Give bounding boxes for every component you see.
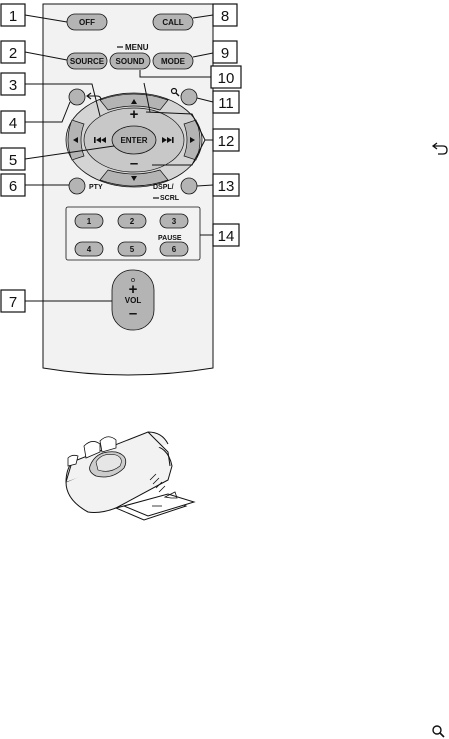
pause-label: PAUSE	[158, 235, 182, 242]
callout-3: 3	[9, 77, 17, 94]
scrl-label: SCRL	[160, 195, 180, 202]
enter-button[interactable]: ENTER	[112, 126, 156, 154]
sound-button[interactable]: SOUND	[110, 53, 150, 69]
dspl-label: DSPL/	[153, 184, 174, 191]
callout-9: 9	[221, 45, 229, 62]
svg-text:5: 5	[130, 245, 135, 254]
callout-6: 6	[9, 178, 17, 195]
vol-minus-label: –	[129, 305, 137, 322]
number-button-6[interactable]: 6	[160, 242, 188, 256]
minus-label: –	[130, 155, 138, 172]
callout-1: 1	[9, 8, 17, 25]
source-button[interactable]: SOURCE	[67, 53, 107, 69]
source-label: SOURCE	[70, 57, 105, 66]
mode-label: MODE	[161, 57, 186, 66]
vol-label: VOL	[125, 296, 142, 305]
pty-label: PTY	[89, 184, 103, 191]
callout-11: 11	[218, 95, 234, 112]
back-icon	[433, 143, 447, 154]
battery-insertion-illustration	[66, 432, 194, 520]
call-label: CALL	[162, 18, 183, 27]
callout-2: 2	[9, 45, 17, 62]
callout-14: 14	[218, 228, 235, 245]
number-button-2[interactable]: 2	[118, 214, 146, 228]
number-button-4[interactable]: 4	[75, 242, 103, 256]
callout-12: 12	[218, 133, 235, 150]
svg-text:3: 3	[172, 217, 177, 226]
off-button[interactable]: OFF	[67, 14, 107, 30]
pty-button[interactable]	[69, 178, 85, 194]
mode-button[interactable]: MODE	[153, 53, 193, 69]
sound-label: SOUND	[116, 57, 145, 66]
search-button[interactable]	[181, 89, 197, 105]
enter-label: ENTER	[120, 136, 147, 145]
callout-7: 7	[9, 294, 17, 311]
menu-label: MENU	[125, 43, 149, 52]
callout-10: 10	[218, 70, 235, 87]
callout-13: 13	[218, 178, 235, 195]
svg-text:4: 4	[87, 245, 92, 254]
plus-label: +	[130, 106, 139, 123]
svg-text:2: 2	[130, 217, 135, 226]
svg-text:6: 6	[172, 245, 177, 254]
off-label: OFF	[79, 18, 95, 27]
dspl-button[interactable]	[181, 178, 197, 194]
number-button-3[interactable]: 3	[160, 214, 188, 228]
svg-text:1: 1	[87, 217, 92, 226]
callout-5: 5	[9, 152, 17, 169]
number-button-5[interactable]: 5	[118, 242, 146, 256]
number-button-1[interactable]: 1	[75, 214, 103, 228]
callout-8: 8	[221, 8, 229, 25]
call-button[interactable]: CALL	[153, 14, 193, 30]
callout-4: 4	[9, 115, 17, 132]
search-icon	[433, 726, 444, 737]
back-button[interactable]	[69, 89, 85, 105]
